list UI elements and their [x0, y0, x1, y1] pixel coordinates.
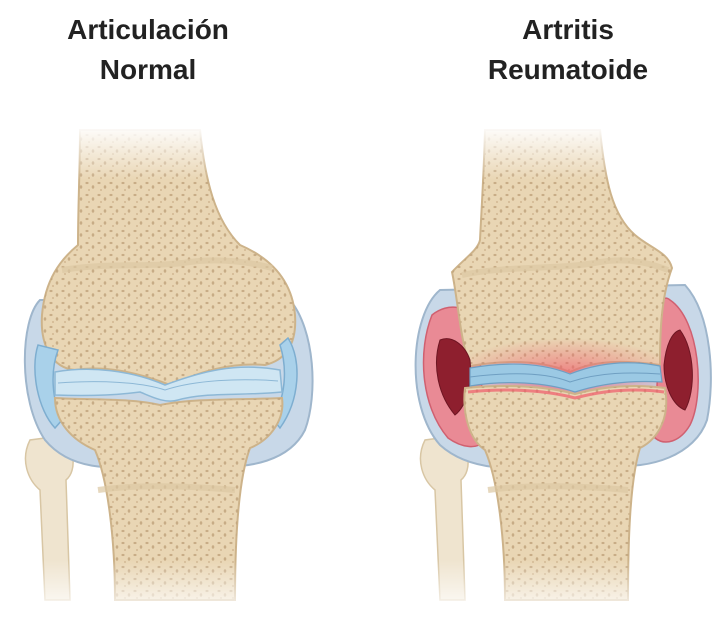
rheumatoid-knee-joint	[380, 125, 713, 619]
normal-knee-joint	[0, 125, 340, 619]
